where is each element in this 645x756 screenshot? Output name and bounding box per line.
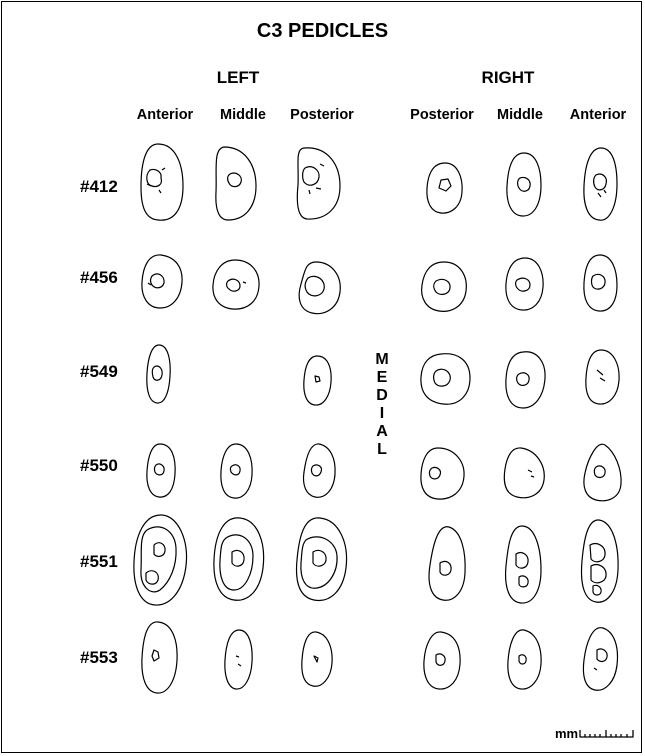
pedicle-section-412-right-posterior [427, 163, 462, 213]
pedicle-section-456-right-anterior [584, 255, 617, 311]
pedicle-section-412-left-posterior [297, 148, 340, 219]
pedicle-section-551-left-anterior [134, 515, 187, 605]
pedicle-section-549-left-anterior [147, 345, 170, 403]
pedicle-section-412-left-anterior [141, 144, 183, 220]
pedicle-section-550-left-posterior [303, 444, 335, 497]
pedicle-section-553-right-anterior [583, 628, 617, 691]
pedicle-section-553-left-middle [225, 630, 252, 689]
pedicle-section-549-right-middle [506, 352, 545, 408]
pedicle-section-550-left-anterior [147, 444, 175, 497]
pedicle-section-553-right-posterior [424, 632, 460, 689]
pedicle-section-456-left-middle [213, 260, 259, 309]
pedicle-section-412-left-middle [216, 147, 256, 220]
pedicle-section-412-right-middle [507, 153, 541, 216]
pedicle-section-553-left-posterior [302, 632, 332, 686]
pedicle-section-549-right-anterior [586, 350, 619, 404]
pedicle-section-551-left-posterior [297, 518, 347, 601]
pedicle-section-412-right-anterior [584, 148, 617, 220]
pedicle-section-551-right-posterior [429, 527, 465, 601]
pedicle-section-551-right-anterior [582, 520, 619, 602]
pedicle-section-553-right-middle [508, 630, 541, 689]
pedicle-section-456-left-anterior [142, 255, 182, 308]
pedicle-section-456-right-middle [506, 258, 543, 310]
pedicle-section-553-left-anterior [142, 622, 177, 693]
scale-bar [580, 730, 633, 737]
pedicle-section-550-right-posterior [421, 448, 464, 499]
pedicle-section-550-right-anterior [584, 444, 621, 501]
pedicle-section-551-left-middle [214, 518, 264, 600]
pedicle-section-550-left-middle [221, 444, 252, 498]
pedicle-section-456-left-posterior [299, 262, 340, 314]
pedicle-section-549-left-posterior [304, 356, 331, 405]
scale-unit-label: mm [555, 726, 578, 741]
pedicle-section-551-right-middle [506, 526, 541, 603]
pedicle-section-549-right-posterior [421, 354, 470, 405]
pedicle-section-550-right-middle [504, 448, 544, 498]
pedicle-section-456-right-posterior [422, 262, 467, 311]
